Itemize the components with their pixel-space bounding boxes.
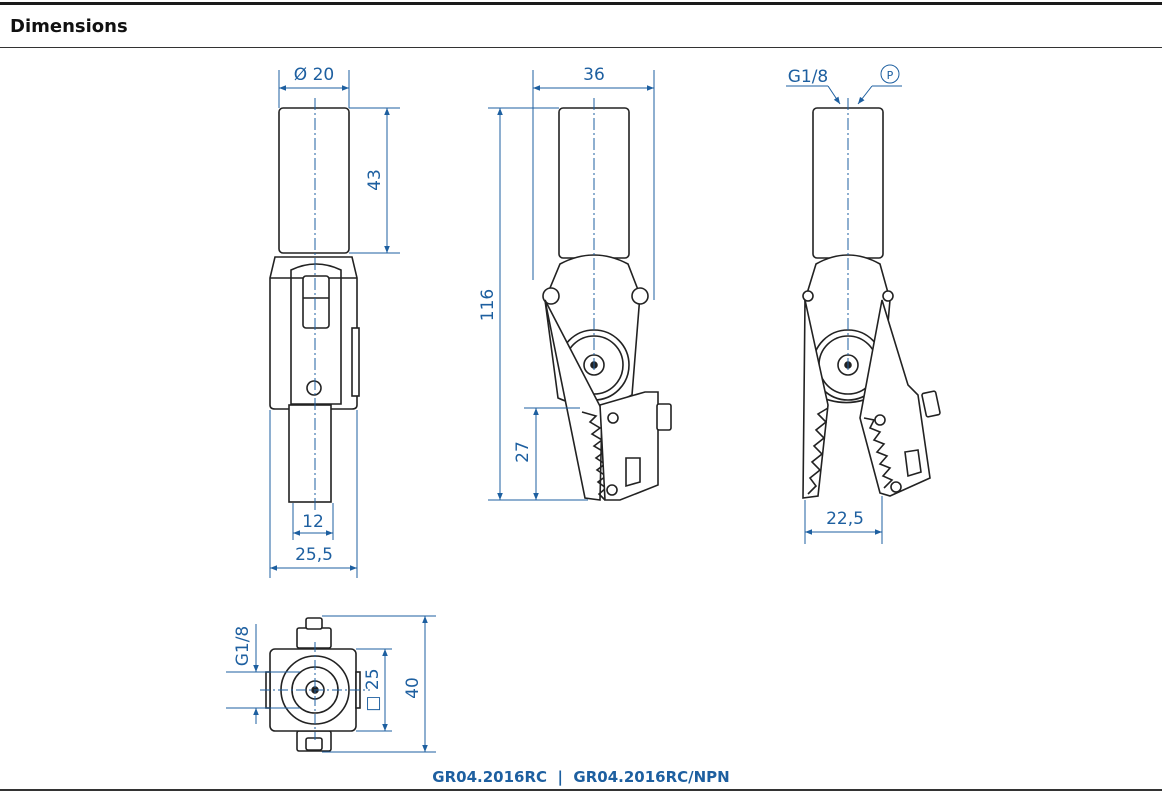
open-ear-left xyxy=(802,290,814,302)
open-jaw-left xyxy=(802,299,829,499)
top-square-label: □ 25 xyxy=(363,668,383,711)
side-valve-fitting xyxy=(656,403,672,431)
model-2: GR04.2016RC/NPN xyxy=(573,768,730,786)
open-thread-label: G1/8 xyxy=(788,67,829,87)
front-body-width-label: 25,5 xyxy=(295,545,333,565)
open-view-part xyxy=(802,107,941,499)
front-diameter-label: Ø 20 xyxy=(294,65,334,85)
footer-rule xyxy=(0,789,1162,791)
front-pin xyxy=(288,404,332,503)
open-screw-1 xyxy=(874,414,886,426)
open-valve-fitting xyxy=(921,390,941,418)
side-screw-1 xyxy=(607,412,619,424)
front-clip xyxy=(302,275,330,329)
side-view-part xyxy=(542,107,672,501)
front-stem-length-label: 43 xyxy=(365,169,385,191)
side-screw-2 xyxy=(606,484,618,496)
title-underline xyxy=(0,47,1162,48)
side-total-height-label: 116 xyxy=(478,289,498,321)
open-jaw-right xyxy=(859,299,931,497)
front-pin-width-label: 12 xyxy=(302,512,324,532)
side-width-label: 36 xyxy=(583,65,605,85)
model-caption: GR04.2016RC | GR04.2016RC/NPN xyxy=(0,768,1162,786)
front-view-part xyxy=(269,107,360,503)
front-view: Ø 20 43 12 25,5 xyxy=(269,65,400,578)
side-view: 36 116 27 xyxy=(478,65,672,501)
side-ear-left xyxy=(542,287,560,305)
port-symbol-circle xyxy=(880,64,900,84)
top-view: G1/8 □ 25 40 xyxy=(226,615,436,753)
top-height-label: 40 xyxy=(403,677,423,699)
side-valve-block xyxy=(599,391,659,501)
top-view-part xyxy=(265,617,361,752)
top-thread-label: G1/8 xyxy=(233,626,253,667)
open-ear-right xyxy=(882,290,894,302)
header-rule xyxy=(0,2,1162,5)
open-jaw-opening-label: 22,5 xyxy=(826,509,864,529)
side-jaw-teeth xyxy=(581,411,608,501)
front-fork xyxy=(290,263,342,405)
front-side-block xyxy=(351,327,360,397)
section-title: Dimensions xyxy=(10,16,128,37)
front-rivet xyxy=(306,380,322,396)
side-ear-right xyxy=(631,287,649,305)
side-jaw xyxy=(544,299,603,501)
model-1: GR04.2016RC xyxy=(432,768,548,786)
model-separator: | xyxy=(557,768,563,786)
port-symbol-label: P xyxy=(887,69,894,82)
side-jaw-length-label: 27 xyxy=(513,441,533,463)
open-screw-2 xyxy=(890,481,902,493)
front-stem xyxy=(278,107,350,254)
top-fitting-top xyxy=(296,627,332,649)
open-view: G1/8 P 22,5 xyxy=(786,64,941,544)
